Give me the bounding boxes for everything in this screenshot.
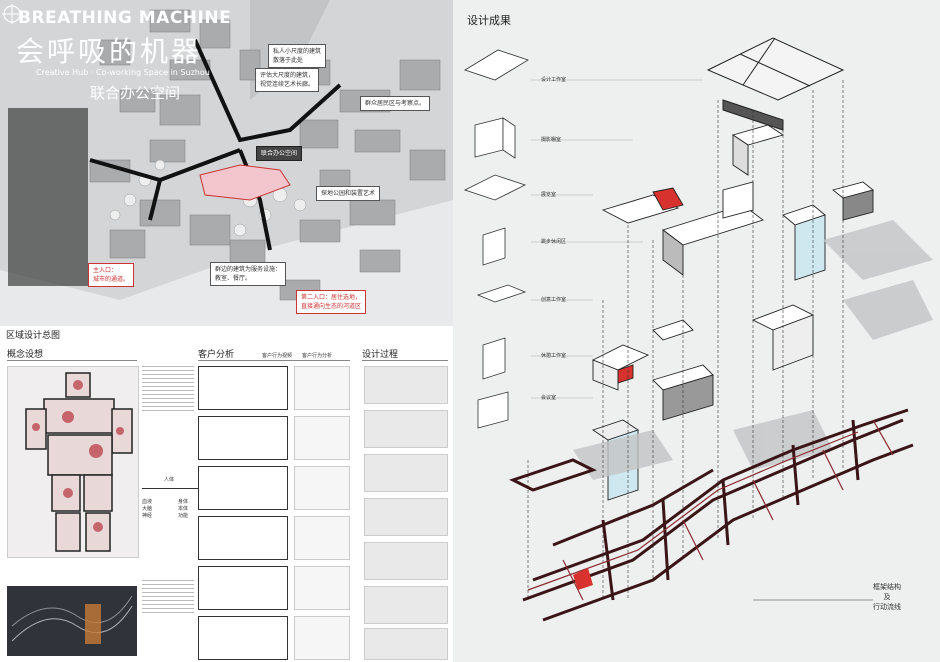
site-section-label: 区域设计总图: [6, 331, 61, 341]
night-render-image: [7, 586, 137, 656]
project-title-cn: 会呼吸的机器: [16, 35, 203, 68]
diagram-right-0: 身体: [178, 499, 189, 505]
process-step-6: [364, 586, 448, 624]
body-collage-graphic: [25, 372, 133, 552]
sketch-1: [294, 366, 350, 410]
client-panel-3: [198, 466, 288, 510]
sketch-3: [294, 466, 350, 510]
process-steps: [364, 366, 448, 660]
result-label-4: 创意工作室: [541, 297, 567, 303]
diagram-row-0: 血液: [142, 499, 153, 505]
callout-6: 主入口： 城市的通道。: [88, 263, 135, 287]
client-divider: [198, 360, 350, 361]
client-legend-1: 客户行为分析: [302, 353, 333, 359]
process-step-7: [364, 628, 448, 660]
process-step-5: [364, 542, 448, 580]
client-legend-0: 客户行为视频: [262, 353, 293, 359]
site-plan: BREATHING MACHINE 会呼吸的机器 Creative Hub · …: [0, 0, 453, 326]
body-machine-diagram: 人体 血液 大脑 神经 身体 本体 功能: [140, 470, 200, 530]
project-subtitle-en: Creative Hub · Co-working Space in Suzho…: [36, 68, 210, 77]
result-label-3: 跳步休闲区: [541, 239, 567, 245]
client-panels: [198, 366, 288, 660]
client-panel-5: [198, 566, 288, 610]
sketch-2: [294, 416, 350, 460]
client-panel-4: [198, 516, 288, 560]
result-label-5: 休憩工作室: [541, 353, 567, 359]
process-step-3: [364, 454, 448, 492]
callout-5: 探地公园和装置艺术: [316, 186, 381, 201]
sketch-4: [294, 516, 350, 560]
diagram-row-2: 神经: [142, 513, 153, 519]
client-panel-1: [198, 366, 288, 410]
results-title: 设计成果: [467, 14, 511, 27]
process-step-4: [364, 498, 448, 536]
process-step-1: [364, 366, 448, 404]
callout-7: 群边的建筑为服务设施： 教室、餐厅。: [210, 262, 287, 286]
design-results-panel: 设计成果: [453, 0, 940, 662]
result-label-0: 设计工作室: [541, 77, 567, 83]
sketch-5: [294, 566, 350, 610]
frame-structure-label: 框架结构 及 行动流线: [873, 583, 901, 611]
project-subtitle-cn: 联合办公空间: [90, 84, 181, 102]
render-graphic: [7, 586, 137, 656]
client-title: 客户分析: [198, 350, 235, 360]
diagram-right-1: 本体: [178, 506, 189, 512]
result-label-6: 会议室: [541, 395, 557, 401]
client-panel-6: [198, 616, 288, 660]
diagram-row-1: 大脑: [142, 506, 153, 512]
process-step-2: [364, 410, 448, 448]
callout-4: 联合办公空间: [256, 146, 303, 161]
concept-divider: [7, 360, 137, 361]
client-sketches: [294, 366, 350, 660]
diagram-line: [142, 488, 198, 489]
exploded-axonometric-graphic: [463, 37, 933, 622]
render-text-column: [142, 580, 194, 656]
concept-text-column: [142, 366, 194, 466]
result-label-1: 摄影棚室: [541, 137, 562, 143]
process-divider: [362, 360, 448, 361]
callout-1: 私人小尺度的建筑 散落于此处: [268, 44, 327, 68]
diagram-label-top: 人体: [164, 477, 175, 483]
diagram-right-2: 功能: [178, 513, 189, 519]
process-title: 设计过程: [362, 350, 399, 360]
project-title-en: BREATHING MACHINE: [18, 8, 232, 28]
sketch-6: [294, 616, 350, 660]
callout-2: 评估大尺度的建筑， 视觉连续艺术长廊。: [255, 68, 320, 92]
result-label-2: 展览室: [541, 192, 557, 198]
concept-title: 概念设想: [7, 350, 44, 360]
concept-collage: [7, 366, 139, 558]
client-panel-2: [198, 416, 288, 460]
callout-3: 群众居民区与考察点。: [360, 96, 431, 111]
intro-text-block: [8, 108, 88, 286]
callout-8: 第二入口：居住选地， 直接通向生态的河道区: [296, 290, 367, 314]
